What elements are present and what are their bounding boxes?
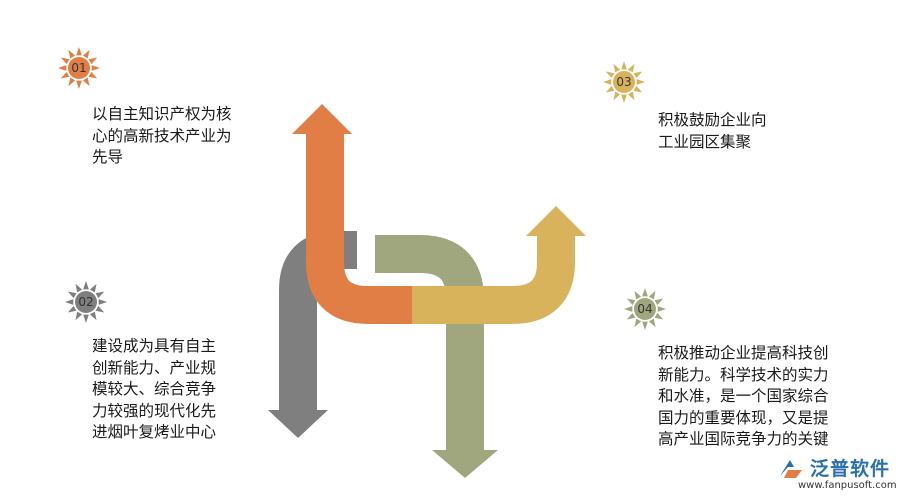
badge-ray bbox=[626, 298, 636, 306]
badge-03: 03 bbox=[603, 61, 645, 103]
badge-ray bbox=[75, 283, 83, 293]
yellow-arrow-body bbox=[412, 236, 575, 324]
badge-ray bbox=[60, 71, 70, 79]
badge-ray bbox=[633, 71, 643, 79]
badge-01: 01 bbox=[58, 47, 100, 89]
badge-ray bbox=[613, 63, 621, 73]
badge-ray bbox=[627, 63, 635, 73]
badge-ray bbox=[75, 311, 83, 321]
badge-ray bbox=[605, 85, 615, 93]
badge-02: 02 bbox=[65, 281, 107, 323]
badge-ray bbox=[626, 312, 636, 320]
orange-arrow-head bbox=[292, 104, 352, 134]
badge-ray bbox=[654, 298, 664, 306]
badge-ray bbox=[65, 299, 74, 305]
badge-ray bbox=[648, 318, 656, 328]
badge-ray bbox=[621, 61, 627, 70]
badge-ray bbox=[89, 311, 97, 321]
badge-ray bbox=[633, 85, 643, 93]
badge-ray bbox=[68, 77, 76, 87]
badge-ray bbox=[58, 65, 67, 71]
olive-arrow-head bbox=[432, 450, 498, 478]
badge-ray bbox=[642, 321, 648, 330]
badge-ray bbox=[76, 47, 82, 56]
step-02-text: 建设成为具有自主 创新能力、产业规 模较大、综合竞争 力较强的现代化先 进烟叶复… bbox=[92, 337, 217, 441]
badge-ray bbox=[98, 299, 107, 305]
badge-ray bbox=[634, 318, 642, 328]
badge-ray bbox=[95, 291, 105, 299]
badge-04-number: 04 bbox=[637, 302, 652, 316]
badge-ray bbox=[83, 314, 89, 323]
badge-ray bbox=[613, 91, 621, 101]
badge-ray bbox=[648, 290, 656, 300]
logo-icon bbox=[780, 460, 802, 478]
badge-ray bbox=[67, 305, 77, 313]
badge-01-number: 01 bbox=[71, 61, 86, 75]
badge-ray bbox=[60, 57, 70, 65]
badge-ray bbox=[642, 288, 648, 297]
badge-ray bbox=[88, 57, 98, 65]
step-01-text: 以自主知识产权为核 心的高新技术产业为 先导 bbox=[92, 105, 232, 166]
badge-ray bbox=[95, 305, 105, 313]
step-03-text: 积极鼓励企业向 工业园区集聚 bbox=[658, 111, 767, 151]
badge-03-number: 03 bbox=[616, 75, 631, 89]
badge-ray bbox=[91, 65, 100, 71]
badge-02-number: 02 bbox=[78, 295, 93, 309]
badge-ray bbox=[67, 291, 77, 299]
badge-ray bbox=[634, 290, 642, 300]
badge-ray bbox=[68, 49, 76, 59]
badge-04: 04 bbox=[624, 288, 666, 330]
badge-ray bbox=[627, 91, 635, 101]
logo-url: www.fanpusoft.com bbox=[798, 480, 897, 491]
yellow-arrow-head bbox=[526, 206, 586, 236]
badge-ray bbox=[82, 77, 90, 87]
step-04-text: 积极推动企业提高科技创 新能力。科学技术的实力 和水准，是一个国家综合 国力的重… bbox=[658, 344, 829, 448]
badge-ray bbox=[83, 281, 89, 290]
badge-ray bbox=[657, 306, 666, 312]
logo-name: 泛普软件 bbox=[810, 458, 891, 480]
badge-ray bbox=[636, 79, 645, 85]
badge-ray bbox=[654, 312, 664, 320]
badge-ray bbox=[605, 71, 615, 79]
badge-ray bbox=[624, 306, 633, 312]
badge-ray bbox=[88, 71, 98, 79]
orange-arrow-body bbox=[306, 132, 412, 324]
brand-logo[interactable]: 泛普软件 www.fanpusoft.com bbox=[776, 452, 916, 496]
badge-ray bbox=[82, 49, 90, 59]
badge-ray bbox=[76, 80, 82, 89]
olive-arrow-body bbox=[375, 235, 484, 450]
badge-ray bbox=[621, 94, 627, 103]
gray-arrow-head bbox=[268, 410, 328, 438]
badge-ray bbox=[603, 79, 612, 85]
badge-ray bbox=[89, 283, 97, 293]
